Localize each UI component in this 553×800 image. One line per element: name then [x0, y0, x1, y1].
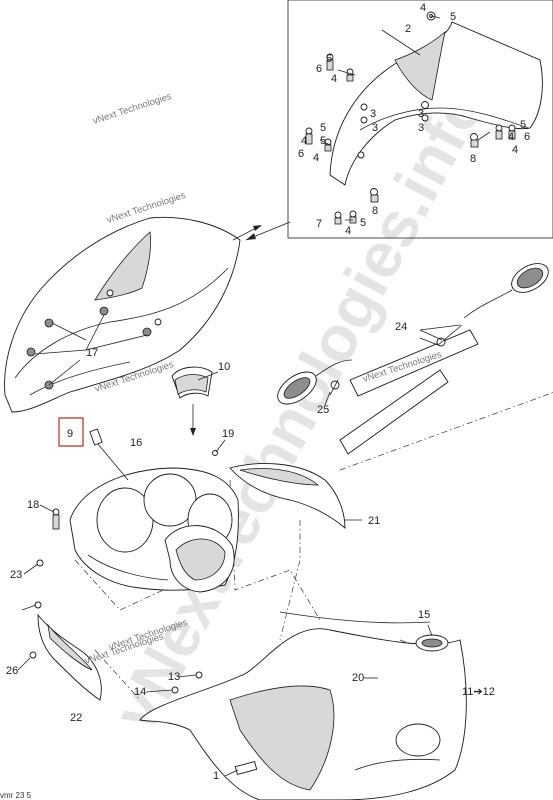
- callout-label: 24: [395, 321, 407, 333]
- mirror-assembly: [277, 263, 549, 455]
- callout-label: 18: [27, 499, 39, 511]
- footer-code: vmr 23 5: [0, 791, 32, 800]
- callout-label: 21: [368, 515, 380, 527]
- bracket-part-10: [171, 366, 219, 399]
- callout-label: 22: [70, 712, 82, 724]
- callout-label: 11➔12: [462, 686, 495, 698]
- callout-label: 5: [326, 53, 332, 65]
- callout-label: 3: [418, 108, 424, 120]
- callout-label: 4: [331, 73, 337, 85]
- callout-label: 19: [222, 428, 234, 440]
- windshield: [4, 216, 241, 413]
- trim-part-21: [37, 613, 102, 701]
- fastener-part-9: [89, 428, 129, 481]
- callout-label: 3: [370, 108, 376, 120]
- windshield-arrow-head: [253, 225, 262, 231]
- callout-labels: 4 5 2 5 6 4 3 3 3 3 5 4 5 6 4 5 4 6 4 8 …: [6, 2, 530, 782]
- callout-label: 25: [317, 404, 329, 416]
- callout-label: 2: [405, 23, 411, 35]
- callout-label-highlighted: 9: [67, 428, 73, 440]
- callout-label: 16: [130, 437, 142, 449]
- callout-label: 6: [298, 148, 304, 160]
- callout-label: 15: [418, 609, 430, 621]
- callout-label: 13: [168, 671, 180, 683]
- callout-label: 6: [316, 63, 322, 75]
- callout-label: 5: [360, 217, 366, 229]
- callout-label: 1: [213, 770, 219, 782]
- callout-label: 20: [352, 672, 364, 684]
- callout-label: 4: [313, 152, 319, 164]
- callout-label: 3: [418, 122, 424, 134]
- callout-label: 5: [450, 11, 456, 23]
- callout-label: 8: [470, 153, 476, 165]
- ring-part-14: [415, 634, 449, 652]
- callout-label: 10: [218, 361, 230, 373]
- callout-label: 3: [372, 122, 378, 134]
- callout-label: 14: [134, 686, 146, 698]
- gauge-housing: [69, 467, 239, 593]
- side-cover-part-20: [229, 463, 346, 529]
- callout-label: 4: [420, 2, 426, 14]
- callout-label: 5: [520, 119, 526, 131]
- callout-label: 6: [524, 131, 530, 143]
- part10-arrow-head: [190, 428, 196, 436]
- callout-label: 4: [512, 144, 518, 156]
- callout-label: 5: [320, 122, 326, 134]
- callout-label: 5: [320, 135, 326, 147]
- lower-fasteners: [29, 450, 385, 694]
- callout-label: 4: [508, 131, 514, 143]
- callout-label: 7: [316, 218, 322, 230]
- callout-leaders: [17, 15, 461, 777]
- inset-arrow-head: [246, 233, 256, 240]
- callout-label: 26: [6, 665, 18, 677]
- callout-label: 23: [10, 569, 22, 581]
- callout-label: 8: [372, 205, 378, 217]
- detail-inset-box: [287, 0, 553, 239]
- callout-label: 17: [86, 347, 98, 359]
- callout-label: 4: [301, 135, 307, 147]
- callout-label: 4: [345, 225, 351, 237]
- highlighted-callout-9: 9: [58, 417, 84, 447]
- front-cover-part-11: [139, 611, 467, 800]
- windshield-detail: [329, 21, 543, 186]
- watermark-1: vNext Technologies: [92, 91, 174, 127]
